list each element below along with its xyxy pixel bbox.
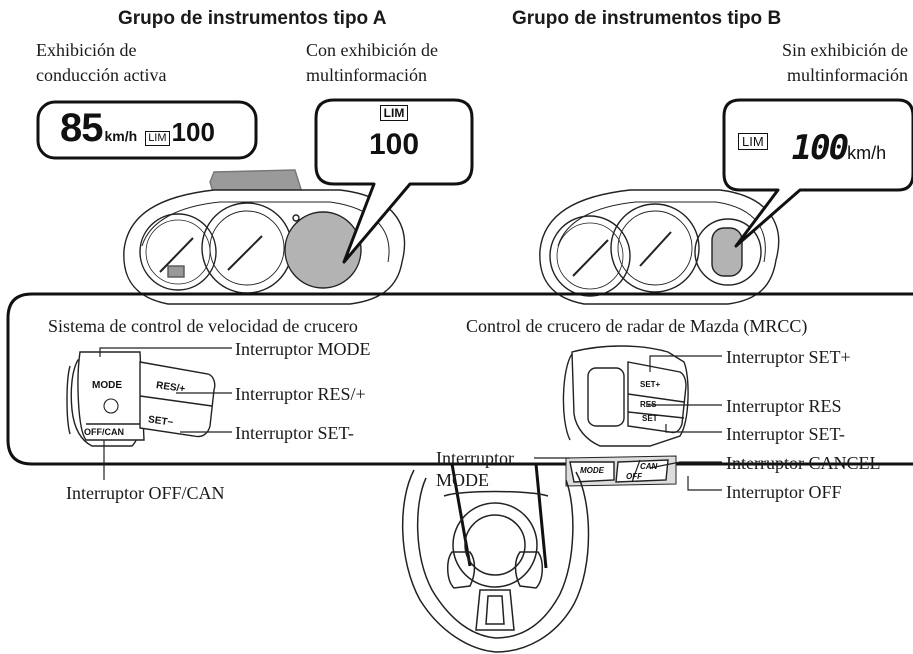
cluster-b-left-gauge — [549, 215, 631, 297]
label-mode-switch-mrcc: Interruptor MODE — [436, 447, 514, 491]
caption-line: Sin exhibición de — [782, 40, 908, 60]
mrcc-section-title: Control de crucero de radar de Mazda (MR… — [466, 316, 808, 336]
cluster-a-drawing — [123, 169, 406, 305]
label-setplus-switch: Interruptor SET+ — [726, 347, 851, 367]
label-res-switch: Interruptor RES/+ — [235, 384, 366, 404]
limit-value: 100 — [171, 117, 215, 147]
speed-value: 85 — [60, 106, 103, 150]
mrcc-cancel-label: CAN — [640, 462, 658, 471]
mrcc-cancel-off-button[interactable] — [615, 459, 669, 483]
caption-line: multinformación — [306, 65, 427, 85]
no-multi-display-readout: LIM 100 km/h — [738, 130, 886, 166]
mrcc-set-button[interactable]: SET — [642, 414, 658, 423]
cruise-section-title: Sistema de control de velocidad de cruce… — [48, 316, 358, 336]
caption-line: Con exhibición de — [306, 40, 438, 60]
multi-display-readout: LIM 100 — [316, 104, 472, 162]
speed-unit: km/h — [104, 128, 138, 144]
label-mode-switch: Interruptor MODE — [235, 339, 371, 359]
mrcc-res-button[interactable]: RES — [640, 400, 657, 409]
caption-line: conducción activa — [36, 65, 167, 85]
mrcc-distance-switch — [587, 367, 625, 427]
mrcc-off-label: OFF — [626, 472, 642, 481]
cluster-a-multi-display — [284, 211, 362, 289]
cruise-offcan-button[interactable]: OFF/CAN — [84, 427, 124, 437]
cluster-a-multi-caption: Con exhibición de multinformación — [306, 38, 438, 88]
switch-panel-frame — [6, 292, 913, 466]
callout-no-multi-display — [722, 98, 913, 248]
cluster-b-housing — [539, 189, 780, 305]
label-cancel-switch: Interruptor CANCEL — [726, 453, 881, 473]
limit-value: 100 — [368, 128, 420, 161]
mrcc-setplus-button[interactable]: SET+ — [640, 380, 661, 389]
label-res-switch: Interruptor RES — [726, 396, 842, 416]
cluster-a-title: Grupo de instrumentos tipo A — [118, 8, 387, 29]
cluster-b-small-display — [711, 227, 743, 277]
steering-wheel-hub — [452, 502, 538, 588]
lim-badge: LIM — [145, 131, 170, 146]
lim-badge: LIM — [738, 133, 768, 150]
label-setminus-switch: Interruptor SET- — [726, 424, 845, 444]
cruise-switch-body — [77, 351, 145, 441]
cluster-b-caption: Sin exhibición de multinformación — [758, 38, 908, 88]
label-off-switch: Interruptor OFF — [726, 482, 842, 502]
callout-active-display — [36, 100, 258, 160]
speed-unit: km/h — [847, 143, 887, 163]
label-offcan-switch: Interruptor OFF/CAN — [66, 483, 225, 503]
mrcc-mode-button[interactable] — [569, 461, 615, 483]
cruise-switch-drawing — [66, 351, 216, 447]
lim-badge: LIM — [379, 105, 409, 121]
cluster-a-left-gauge — [139, 213, 217, 291]
caption-line: multinformación — [787, 65, 908, 85]
label-line: Interruptor — [436, 448, 514, 468]
cluster-b-center-gauge — [610, 203, 700, 293]
cluster-b-drawing — [539, 189, 780, 305]
cluster-a-active-caption: Exhibición de conducción activa — [36, 38, 166, 88]
label-line: MODE — [436, 470, 489, 490]
active-display-readout: 85 km/h LIM 100 — [60, 106, 215, 154]
mrcc-leader-lines — [534, 355, 722, 491]
speed-digits: 100 — [791, 128, 849, 168]
steering-wheel-rim — [402, 469, 590, 653]
callout-multi-display — [314, 98, 474, 264]
cruise-mode-button[interactable]: MODE — [92, 380, 122, 391]
label-set-switch: Interruptor SET- — [235, 423, 354, 443]
mrcc-switch-drawing — [562, 345, 689, 487]
cruise-res-set-rocker — [139, 361, 216, 438]
mrcc-mode-label: MODE — [580, 466, 604, 475]
cluster-b-title: Grupo de instrumentos tipo B — [512, 8, 782, 29]
steering-wheel-drawing — [402, 469, 590, 653]
cruise-leader-lines — [99, 347, 232, 480]
caption-line: Exhibición de — [36, 40, 137, 60]
